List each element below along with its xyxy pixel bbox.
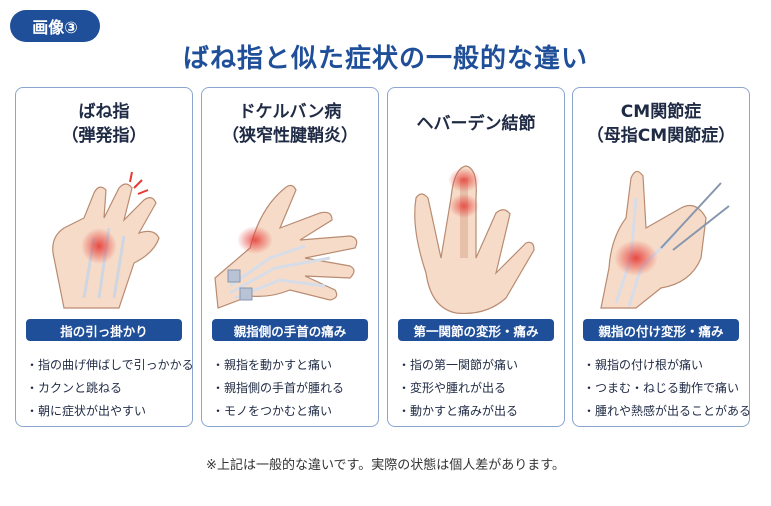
list-item: 親指を動かすと痛い [212,354,344,377]
symptom-label: 親指側の手首の痛み [212,319,368,341]
list-item: モノをつかむと痛い [212,400,344,423]
list-item: 動かすと痛みが出る [398,400,518,423]
list-item: 朝に症状が出やすい [26,400,194,423]
card-title-main: ドケルバン病 [238,102,342,122]
list-item: 指の曲げ伸ばしで引っかかる [26,354,194,377]
card-title-main: ばね指 [78,102,130,122]
de-quervain-illustration [214,184,358,309]
list-item: つまむ・ねじる動作で痛い [583,377,751,400]
card-title: CM関節症 （母指CM関節症） [573,100,749,148]
symptom-label: 第一関節の変形・痛み [398,319,554,341]
comparison-cards: ばね指 （弾発指） 指の引っ掛かり 指の曲げ伸ばしで引っかかる カクンと跳ねる … [15,87,751,427]
list-item: カクンと跳ねる [26,377,194,400]
card-title: ヘバーデン結節 [388,112,564,136]
card-title: ドケルバン病 （狭窄性腱鞘炎） [202,100,378,148]
symptom-list: 指の第一関節が痛い 変形や腫れが出る 動かすと痛みが出る [398,354,518,423]
card-title-main: ヘバーデン結節 [416,114,536,134]
list-item: 変形や腫れが出る [398,377,518,400]
symptom-list: 親指の付け根が痛い つまむ・ねじる動作で痛い 腫れや熱感が出ることがある [583,354,751,423]
cm-arthritis-illustration [600,170,730,309]
symptom-label: 親指の付け変形・痛み [583,319,739,341]
list-item: 指の第一関節が痛い [398,354,518,377]
list-item: 親指側の手首が腫れる [212,377,344,400]
card-cm-arthritis: CM関節症 （母指CM関節症） 親指の付け変形・痛み 親指の付け根が痛い つまむ… [572,87,751,427]
list-item: 親指の付け根が痛い [583,354,751,377]
symptom-list: 親指を動かすと痛い 親指側の手首が腫れる モノをつかむと痛い [212,354,344,423]
card-title-sub: （弾発指） [61,126,147,146]
card-heberden: ヘバーデン結節 第一関節の変形・痛み 指の第一関節が痛い 変形や腫れが出る 動か… [387,87,565,427]
trigger-finger-illustration [52,171,160,309]
heberden-illustration [414,165,535,315]
footnote: ※上記は一般的な違いです。実際の状態は個人差があります。 [206,458,565,473]
symptom-list: 指の曲げ伸ばしで引っかかる カクンと跳ねる 朝に症状が出やすい [26,354,194,423]
card-title-sub: （狭窄性腱鞘炎） [222,126,358,146]
card-trigger-finger: ばね指 （弾発指） 指の引っ掛かり 指の曲げ伸ばしで引っかかる カクンと跳ねる … [15,87,194,427]
symptom-label: 指の引っ掛かり [26,319,182,341]
card-title-main: CM関節症 [620,102,702,122]
list-item: 腫れや熱感が出ることがある [583,400,751,423]
page-title: ばね指と似た症状の一般的な違い [182,44,588,74]
card-title: ばね指 （弾発指） [16,100,192,148]
image-badge: 画像③ [10,10,100,42]
card-title-sub: （母指CM関節症） [586,126,736,146]
card-de-quervain: ドケルバン病 （狭窄性腱鞘炎） 親指側の手首の痛み 親指を動かすと痛い 親指側の… [201,87,379,427]
